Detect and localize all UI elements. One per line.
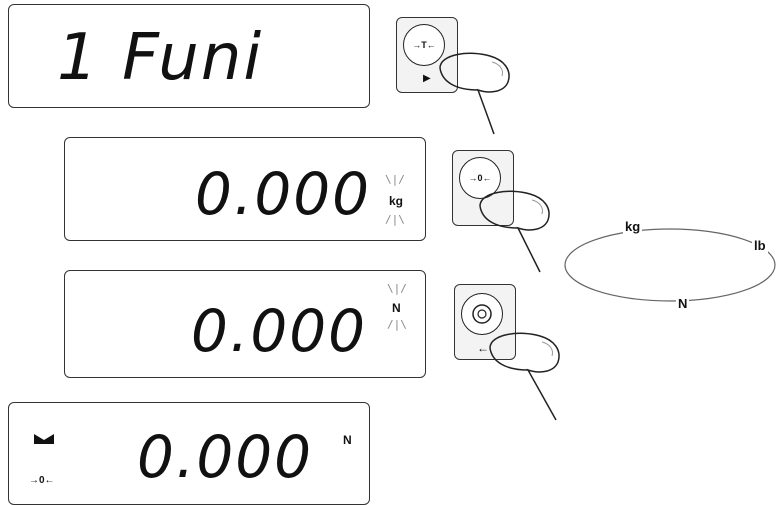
- tare-key[interactable]: →T←: [403, 24, 445, 66]
- finger-1: [439, 52, 510, 135]
- enter-arrow-icon: ▶: [423, 73, 431, 84]
- zero-symbol: →0←: [468, 173, 492, 183]
- tare-button[interactable]: →T← ▶: [396, 17, 458, 93]
- unit-n: N: [392, 301, 401, 315]
- back-arrow-icon: ←: [477, 341, 489, 355]
- display-text: 1 Funi: [57, 21, 264, 95]
- cycle-label-n: N: [676, 296, 690, 311]
- display-value: 0.000: [191, 297, 368, 365]
- enter-key[interactable]: [461, 293, 503, 335]
- enter-circle-icon: [472, 304, 492, 324]
- display-step1: 1 Funi: [8, 4, 370, 108]
- display-step2: 0.000 \|/ kg /|\: [64, 137, 426, 241]
- enter-button[interactable]: ←: [454, 284, 516, 360]
- finger-2: [479, 190, 550, 273]
- blink-rays-top: \|/: [387, 282, 407, 295]
- unit-cycle-diagram: [564, 228, 776, 302]
- unit-kg: kg: [389, 194, 404, 208]
- zero-key[interactable]: →0←: [459, 157, 501, 199]
- cycle-label-lb: lb: [752, 238, 768, 253]
- tare-symbol: →T←: [412, 40, 436, 50]
- cycle-label-kg: kg: [623, 219, 643, 234]
- finger-3: [489, 332, 560, 421]
- display-step3: 0.000 \|/ N /|\: [64, 270, 426, 378]
- display-value: 0.000: [195, 160, 372, 228]
- stability-icon: [34, 434, 54, 444]
- zero-indicator: →0←: [29, 475, 55, 486]
- blink-rays-top: \|/: [385, 173, 405, 186]
- blink-rays-bottom: /|\: [387, 318, 407, 331]
- unit-n: N: [343, 433, 352, 447]
- display-value: 0.000: [137, 423, 314, 491]
- blink-rays-bottom: /|\: [385, 213, 405, 226]
- display-step4: →0← 0.000 N: [8, 402, 370, 505]
